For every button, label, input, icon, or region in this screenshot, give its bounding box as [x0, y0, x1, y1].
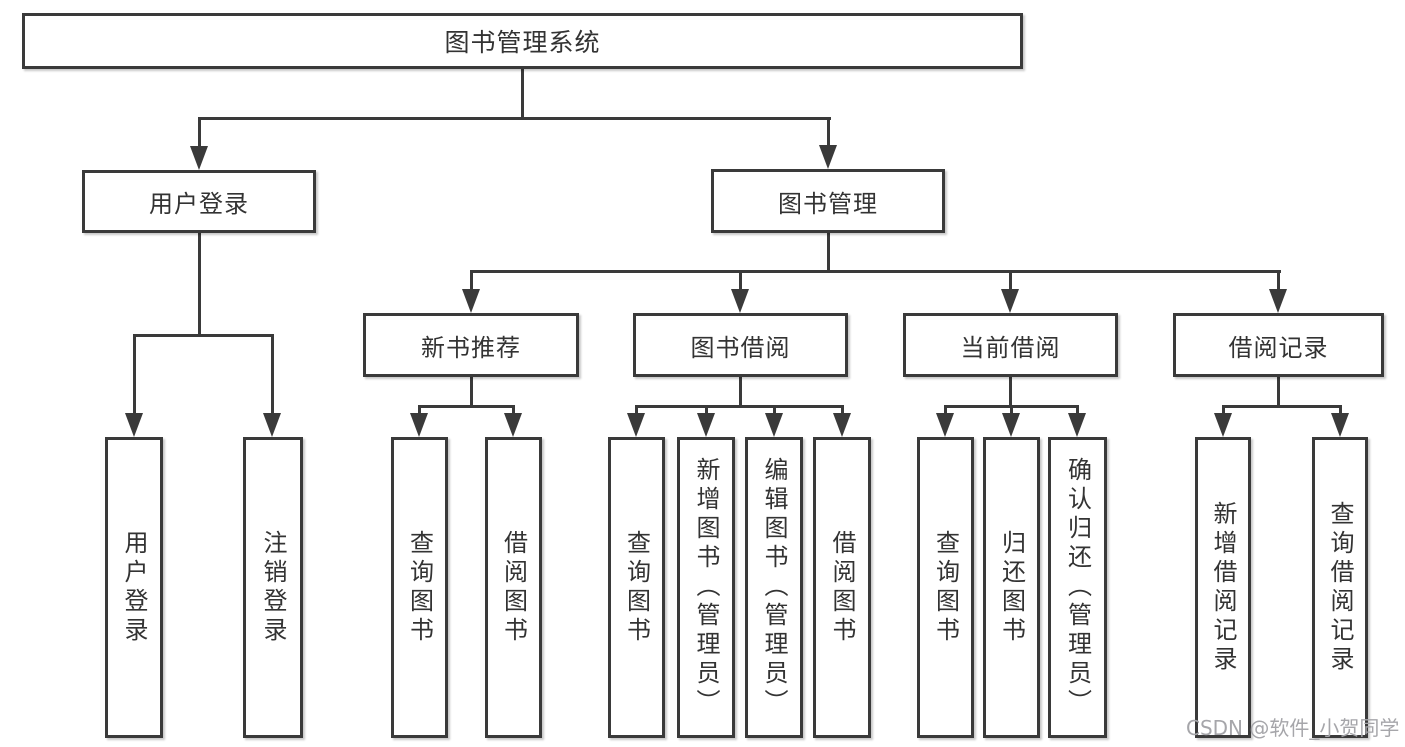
leaf-return-books: 归还图书 — [983, 437, 1040, 738]
leaf-borrow-books-recommend: 借阅图书 — [485, 437, 542, 738]
connector-line — [1277, 377, 1280, 407]
node-current-borrowing: 当前借阅 — [903, 313, 1118, 377]
connector-line — [521, 66, 524, 120]
arrowhead-down-icon — [833, 413, 851, 437]
arrowhead-down-icon — [504, 413, 522, 437]
arrowhead-down-icon — [410, 413, 428, 437]
connector-line — [198, 119, 201, 149]
arrowhead-down-icon — [1002, 413, 1020, 437]
connector-line — [512, 407, 515, 415]
arrowhead-down-icon — [1269, 289, 1287, 313]
connector-line — [827, 119, 830, 148]
node-borrowing-records: 借阅记录 — [1173, 313, 1384, 377]
connector-line — [1009, 272, 1012, 292]
connector-line — [827, 232, 830, 273]
node-book-borrowing: 图书借阅 — [633, 313, 848, 377]
arrowhead-down-icon — [731, 289, 749, 313]
connector-line — [470, 272, 473, 292]
arrowhead-down-icon — [936, 413, 954, 437]
connector-line — [198, 232, 201, 337]
connector-line — [418, 405, 515, 408]
connector-line — [705, 407, 708, 415]
connector-line — [133, 336, 136, 416]
node-book-management: 图书管理 — [711, 169, 945, 233]
connector-line — [944, 405, 1079, 408]
arrowhead-down-icon — [1001, 289, 1019, 313]
connector-line — [1222, 405, 1342, 408]
leaf-confirm-return-admin: 确认归还（管理员） — [1048, 437, 1107, 738]
leaf-borrow-books: 借阅图书 — [813, 437, 871, 738]
leaf-user-login: 用户登录 — [105, 437, 163, 738]
arrowhead-down-icon — [819, 145, 837, 169]
leaf-edit-books-admin: 编辑图书（管理员） — [745, 437, 803, 738]
connector-line — [1010, 407, 1013, 415]
connector-line — [198, 117, 831, 120]
arrowhead-down-icon — [1331, 413, 1349, 437]
connector-line — [470, 376, 473, 407]
connector-line — [944, 407, 947, 415]
leaf-query-borrowing-record: 查询借阅记录 — [1312, 437, 1368, 738]
connector-line — [1277, 272, 1280, 292]
leaf-query-books-current: 查询图书 — [917, 437, 974, 738]
arrowhead-down-icon — [1214, 413, 1232, 437]
connector-line — [1076, 407, 1079, 415]
connector-line — [739, 377, 742, 407]
connector-line — [1009, 377, 1012, 407]
leaf-query-books-recommend: 查询图书 — [391, 437, 448, 738]
connector-line — [418, 407, 421, 415]
leaf-add-books-admin: 新增图书（管理员） — [677, 437, 735, 738]
connector-line — [1222, 407, 1225, 415]
arrowhead-down-icon — [263, 413, 281, 437]
connector-line — [635, 405, 844, 408]
arrowhead-down-icon — [125, 413, 143, 437]
arrowhead-down-icon — [462, 289, 480, 313]
leaf-query-books-borrowing: 查询图书 — [608, 437, 665, 738]
connector-line — [841, 407, 844, 415]
node-user-login: 用户登录 — [82, 170, 316, 233]
connector-line — [271, 336, 274, 416]
connector-line — [739, 272, 742, 292]
connector-line — [1339, 407, 1342, 415]
leaf-add-borrowing-record: 新增借阅记录 — [1195, 437, 1251, 738]
connector-line — [133, 334, 274, 337]
csdn-watermark: CSDN @软件_小贺同学 — [1186, 716, 1400, 740]
arrowhead-down-icon — [190, 146, 208, 170]
leaf-logout: 注销登录 — [243, 437, 303, 738]
node-root-system: 图书管理系统 — [22, 13, 1023, 69]
connector-line — [635, 407, 638, 415]
arrowhead-down-icon — [765, 413, 783, 437]
arrowhead-down-icon — [627, 413, 645, 437]
node-new-book-recommendation: 新书推荐 — [363, 313, 579, 377]
connector-line — [470, 270, 1281, 273]
connector-line — [773, 407, 776, 415]
arrowhead-down-icon — [1068, 413, 1086, 437]
arrowhead-down-icon — [697, 413, 715, 437]
